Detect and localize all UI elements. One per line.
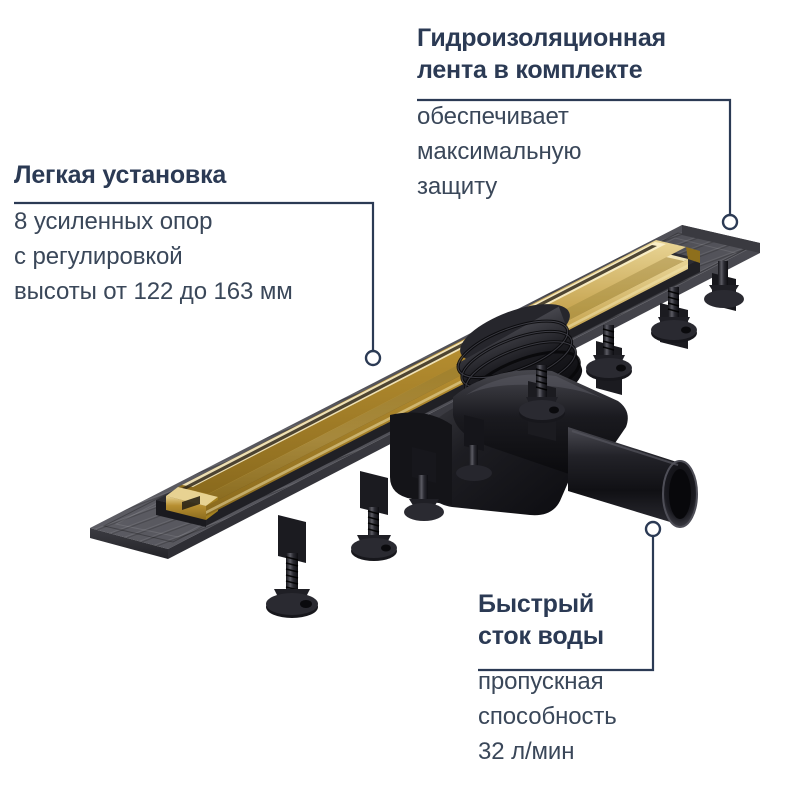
drain-assembly-svg: [90, 225, 760, 618]
adjustable-leg-6: [651, 287, 697, 349]
adjustable-leg-1: [266, 515, 318, 618]
callout-body-easy-installation: 8 усиленных опор с регулировкой высоты о…: [14, 208, 293, 305]
callout-easy-installation: Легкая установка 8 усиленных опор с регу…: [14, 160, 374, 309]
callout-body-waterproofing-tape: обеспечивает максимальную защиту: [417, 103, 582, 200]
adjustable-leg-5: [586, 325, 632, 395]
outlet-pipe: [568, 427, 698, 528]
adjustable-leg-8: [456, 415, 492, 481]
callout-body-fast-drainage: пропускная способность 32 л/мин: [478, 668, 617, 765]
callout-fast-drainage: Быстрый сток воды пропускная способность…: [478, 588, 778, 769]
product-illustration: [60, 215, 780, 645]
adjustable-leg-3: [404, 447, 444, 521]
callout-waterproofing-tape: Гидроизоляционная лента в комплекте обес…: [417, 22, 747, 204]
callout-title-easy-installation: Легкая установка: [14, 161, 227, 189]
adjustable-leg-2: [351, 471, 397, 561]
callout-title-fast-drainage: Быстрый сток воды: [478, 590, 604, 650]
adjustable-leg-4: [519, 365, 565, 441]
callout-title-waterproofing-tape: Гидроизоляционная лента в комплекте: [417, 24, 666, 84]
adjustable-leg-7: [704, 261, 744, 311]
